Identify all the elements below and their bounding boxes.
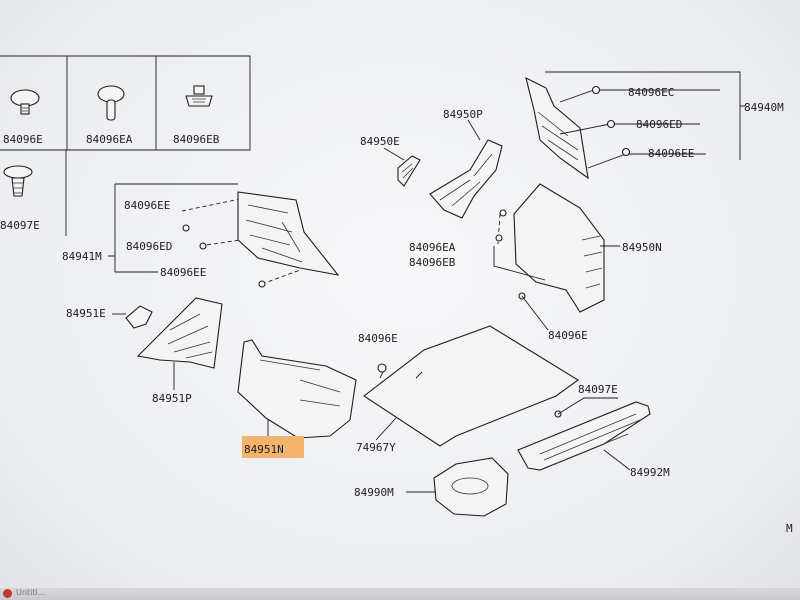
callout-label: 84096EE	[160, 266, 206, 279]
callout-label: 84951E	[66, 307, 106, 320]
bracket-84941m	[108, 183, 301, 288]
part-84951p-shape	[136, 297, 223, 390]
fastener-label: 84096E	[3, 133, 43, 146]
fastener-label: 84097E	[0, 219, 40, 232]
part-84951e-shape	[112, 305, 153, 329]
callout-label: 84950E	[360, 135, 400, 148]
highlight-box	[242, 436, 304, 458]
callout-label: 84096E	[548, 329, 588, 342]
callout-label: 74967Y	[356, 441, 396, 454]
taskbar: Untitl...	[0, 588, 800, 600]
part-84990m-shape	[406, 457, 509, 517]
part-84941m-shape	[237, 191, 340, 276]
callout-labels: 84096EE 84096ED 84941M 84096EE 84950E 84…	[62, 86, 793, 535]
push-clip-icon	[97, 85, 125, 121]
part-84950e-shape	[383, 147, 421, 187]
callout-label: 84950P	[443, 108, 483, 121]
callout-label: 84950N	[622, 241, 662, 254]
part-84950p-shape	[429, 119, 503, 219]
callout-label: 84096EA	[409, 241, 456, 254]
part-84950n-shape	[493, 183, 620, 331]
callout-label: 84096E	[358, 332, 398, 345]
callout-label: 84941M	[62, 250, 102, 263]
callout-label: 84990M	[354, 486, 394, 499]
callout-label: 84096EB	[409, 256, 456, 269]
fastener-table: 84096E 84096EA 84096EB 84097E	[0, 55, 251, 236]
callout-label: M	[786, 522, 793, 535]
callout-label: 84096ED	[126, 240, 172, 253]
fir-tree-clip-icon	[3, 165, 33, 197]
part-84992m-shape	[517, 397, 651, 471]
callout-label: 84940M	[744, 101, 784, 114]
callout-label: 84096ED	[636, 118, 682, 131]
part-84940m-shape	[525, 71, 745, 180]
callout-label: 84096EC	[628, 86, 674, 99]
app-icon[interactable]	[3, 589, 12, 598]
callout-label: 84992M	[630, 466, 670, 479]
grommet-clip-icon	[185, 85, 213, 107]
callout-label: 84097E	[578, 383, 618, 396]
part-84951n-shape	[237, 339, 357, 440]
fastener-label: 84096EB	[173, 133, 220, 146]
fastener-label: 84096EA	[86, 133, 133, 146]
push-clip-icon	[10, 89, 40, 115]
callout-label: 84951P	[152, 392, 192, 405]
part-74967y-shape	[363, 325, 579, 447]
taskbar-label[interactable]: Untitl...	[16, 588, 46, 597]
callout-label: 84096EE	[124, 199, 170, 212]
callout-label: 84096EE	[648, 147, 694, 160]
callout-label-highlighted: 84951N	[244, 443, 284, 456]
